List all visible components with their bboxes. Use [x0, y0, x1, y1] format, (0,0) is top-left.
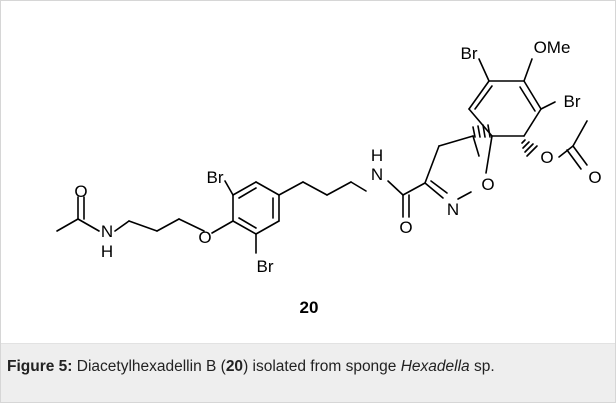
acetamide-bonds	[56, 196, 205, 232]
isoxazoline-nitrogen: N	[447, 200, 459, 219]
acetate-bonds	[558, 120, 588, 170]
amide-bonds	[387, 180, 426, 218]
ethyl-linker-bonds	[278, 181, 367, 196]
caption-compound-ref: 20	[225, 358, 244, 375]
acetate-oxygen: O	[540, 148, 553, 167]
figure-caption: Figure 5: Diacetylhexadellin B (20) isol…	[1, 343, 615, 402]
diene-bromine-right: Br	[564, 92, 581, 111]
arene-bromine-bottom: Br	[257, 257, 274, 276]
diene-bromine-top: Br	[461, 44, 478, 63]
amide-nitrogen: N	[371, 165, 383, 184]
ether-bond	[211, 220, 234, 234]
ether-oxygen: O	[198, 228, 211, 247]
isoxazoline-ring	[424, 135, 480, 200]
amide-hydrogen: H	[371, 146, 383, 165]
acetate-carbonyl-oxygen: O	[588, 168, 601, 187]
spiro-oxygen-bond	[485, 135, 493, 174]
amide-oxygen: O	[399, 218, 412, 237]
acetamide-oxygen: O	[74, 182, 87, 201]
acetamide-nitrogen: N	[101, 222, 113, 241]
caption-text-3: sp.	[469, 358, 495, 375]
caption-text-1: Diacetylhexadellin B (	[72, 358, 226, 375]
caption-organism: Hexadella	[400, 358, 470, 375]
arene-bromine-top: Br	[207, 168, 224, 187]
cyclohexadiene-ring	[468, 58, 556, 137]
acetamide-hydrogen: H	[101, 242, 113, 261]
dibromophenyl-ring	[224, 180, 280, 254]
caption-label: Figure 5:	[7, 358, 73, 375]
hashed-wedge-acetate	[521, 139, 538, 157]
caption-text-2: ) isolated from sponge	[243, 358, 401, 375]
isoxazoline-oxygen: O	[481, 175, 494, 194]
chemical-structure: O N H O Br Br H N	[56, 38, 602, 317]
compound-number: 20	[300, 298, 319, 317]
methoxy-group: OMe	[534, 38, 571, 57]
